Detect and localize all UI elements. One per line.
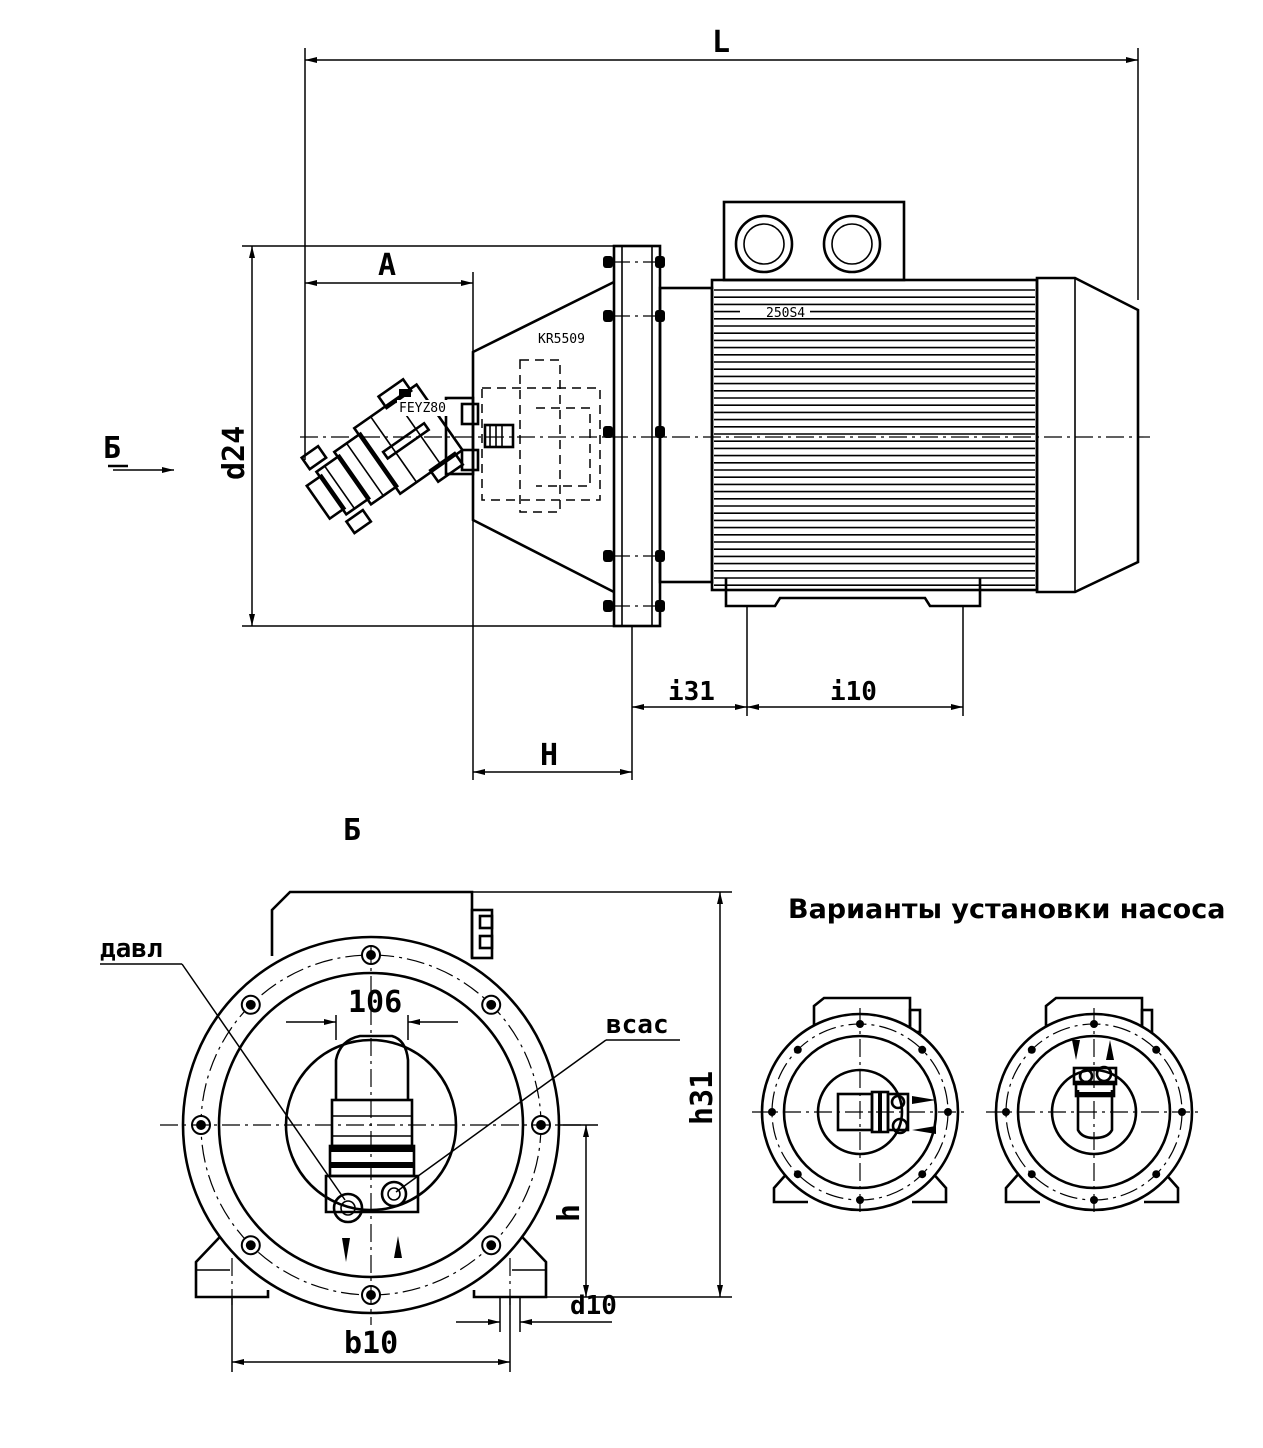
pressure-port-label: давл [100, 934, 163, 964]
bellhousing: KR5509 [471, 280, 615, 594]
dimension-A: A [305, 248, 474, 780]
dim-106-label: 106 [348, 985, 402, 1020]
mounting-flange [603, 244, 665, 628]
dimension-L: L [304, 25, 1139, 460]
pump-end-view [324, 1034, 420, 1262]
variants-title: Варианты установки насоса [788, 894, 1225, 925]
dim-d10-label: d10 [570, 1291, 617, 1321]
view-arrow-b: Б [103, 431, 174, 473]
dimension-h31: h31 [472, 891, 732, 1298]
dim-h-label: h [552, 1204, 587, 1222]
dim-b10-label: b10 [344, 1326, 398, 1361]
leader-pressure-port: давл [100, 934, 346, 1201]
dimension-b10: b10 [231, 1297, 511, 1372]
hydraulic-pump: FEYZ80 [299, 377, 480, 535]
motor-plate-label: 250S4 [766, 306, 805, 321]
dimension-106: 106 [286, 985, 458, 1040]
dimension-h: h [552, 1124, 598, 1297]
front-view: 106 давл всас h31 h [100, 890, 732, 1372]
dim-i10-label: i10 [830, 677, 877, 707]
dimension-i10: i10 [747, 606, 964, 716]
bellhousing-plate-label: KR5509 [538, 332, 585, 347]
variant-rotated [986, 996, 1202, 1215]
dimension-i31: i31 [631, 606, 748, 780]
leader-suction-port: всас [395, 1010, 680, 1193]
dim-L-label: L [712, 25, 730, 60]
pump-plate-label: FEYZ80 [399, 401, 446, 416]
suction-port-label: всас [606, 1010, 669, 1040]
dim-i31-label: i31 [668, 677, 715, 707]
dim-H-label: H [540, 738, 558, 773]
dim-A-label: A [378, 248, 396, 283]
side-view: 250S4 KR5509 [103, 25, 1150, 780]
dim-d24-label: d24 [217, 426, 252, 480]
variant-horizontal [752, 996, 968, 1215]
dimension-H: H [473, 738, 632, 775]
electric-motor: 250S4 [658, 200, 1140, 608]
dimension-d24: d24 [217, 245, 614, 627]
dimension-d10: d10 [456, 1291, 617, 1332]
view-arrow-letter: Б [103, 431, 121, 466]
front-view-title: Б [343, 813, 361, 848]
dim-h31-label: h31 [685, 1071, 720, 1125]
